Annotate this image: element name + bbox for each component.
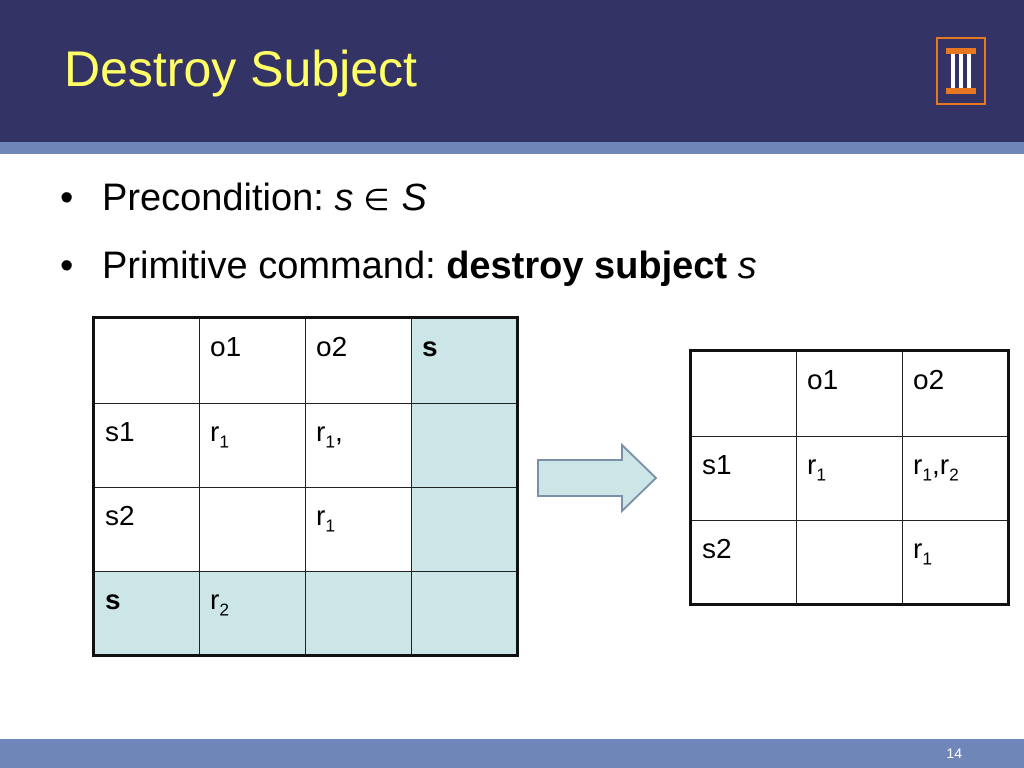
column-header-o1: o1 [796, 350, 903, 437]
matrix-cell [411, 403, 518, 488]
matrix-cell [796, 520, 903, 605]
bullet-dot-icon: • [60, 245, 74, 287]
matrix-cell: r1 [796, 436, 903, 521]
row-header-s1: s1 [690, 436, 797, 521]
bullet-primitive-command: • Primitive command: destroy subject s [60, 238, 757, 306]
header-divider [0, 142, 1024, 154]
matrix-corner-cell [690, 350, 797, 437]
footer-bar: 14 [0, 739, 1024, 768]
matrix-cell [199, 487, 306, 572]
matrix-corner-cell [93, 317, 200, 404]
column-header-o2: o2 [305, 317, 412, 404]
title-bar: Destroy Subject [0, 0, 1024, 142]
matrix-cell: r1 [902, 520, 1009, 605]
element-of-symbol: ∈ [363, 184, 390, 217]
column-header-s: s [411, 317, 518, 404]
matrix-cell: r1 [305, 487, 412, 572]
variable-set-S: S [401, 177, 427, 219]
matrix-cell [305, 571, 412, 656]
access-matrix-before: o1 o2 s s1 r1 r1, s2 r1 s r2 [92, 316, 519, 657]
university-logo-icon [936, 37, 986, 105]
matrix-cell: r1, [305, 403, 412, 488]
access-matrix-after: o1 o2 s1 r1 r1,r2 s2 r1 [689, 349, 1010, 606]
bullet-label: Primitive command: [102, 245, 447, 287]
variable-s: s [737, 245, 757, 287]
column-header-o2: o2 [902, 350, 1009, 437]
matrix-cell [411, 571, 518, 656]
page-number: 14 [946, 745, 962, 761]
command-keyword: destroy subject [446, 245, 728, 287]
matrix-cell [411, 487, 518, 572]
matrix-cell: r1 [199, 403, 306, 488]
variable-s: s [334, 177, 354, 219]
row-header-s2: s2 [690, 520, 797, 605]
right-arrow-icon [537, 442, 658, 514]
row-header-s2: s2 [93, 487, 200, 572]
bullet-dot-icon: • [60, 177, 74, 219]
bullet-list: • Precondition: s ∈ S • Primitive command: d… [60, 170, 757, 306]
slide-title: Destroy Subject [64, 41, 417, 97]
row-header-s1: s1 [93, 403, 200, 488]
matrix-cell: r2 [199, 571, 306, 656]
matrix-cell: r1,r2 [902, 436, 1009, 521]
row-header-s: s [93, 571, 200, 656]
bullet-label: Precondition: [102, 177, 335, 219]
column-header-o1: o1 [199, 317, 306, 404]
bullet-precondition: • Precondition: s ∈ S [60, 170, 757, 238]
